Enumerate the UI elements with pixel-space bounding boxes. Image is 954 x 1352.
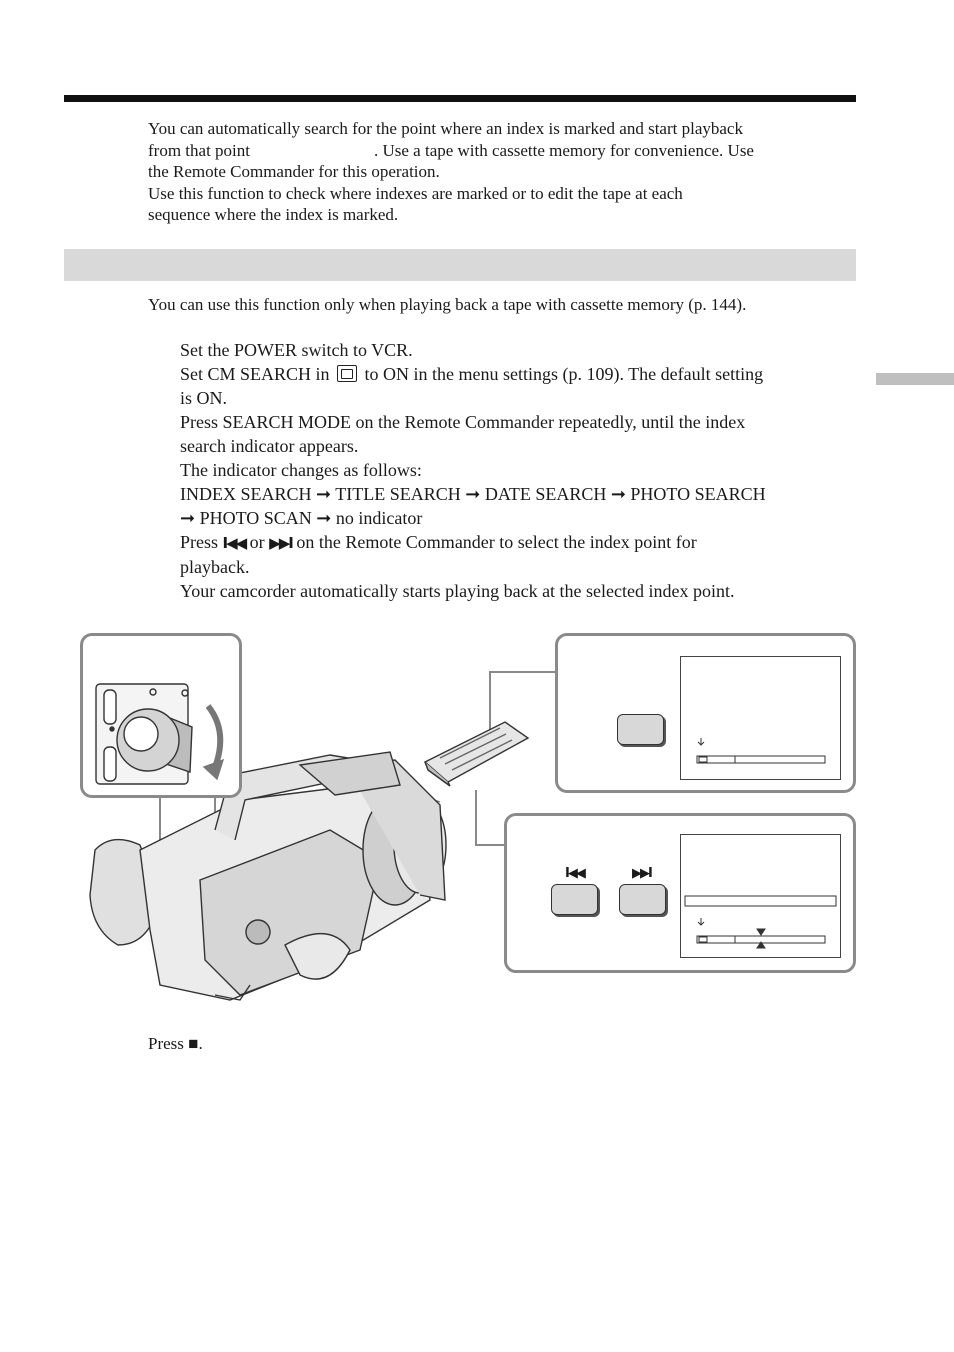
index-search-screen — [680, 834, 841, 958]
step-3-cont: The indicator changes as follows: — [180, 460, 422, 480]
step-list: Set the POWER switch to VCR. Set CM SEAR… — [180, 338, 860, 603]
stop-icon: ■ — [188, 1034, 199, 1053]
intro-line: sequence where the index is marked. — [148, 205, 399, 225]
intro-line-part: . Use a tape with cassette memory for co… — [373, 140, 754, 160]
step-4-text: or — [249, 532, 265, 552]
search-mode-screen — [680, 656, 841, 780]
previous-index-icon: I◀◀ — [565, 866, 586, 881]
power-dial — [245, 919, 271, 945]
intro-line: from that point . Use a tape with cassett… — [148, 140, 858, 162]
cassette-memory-icon — [337, 365, 358, 382]
step-4-text: Press — [180, 532, 219, 552]
step-3-cont: search indicator appears. — [180, 436, 359, 456]
intro-line: You can automatically search for the poi… — [148, 119, 743, 138]
search-mode-button[interactable] — [617, 714, 664, 745]
remote-commander — [423, 721, 530, 783]
step-2-text: to ON in the menu settings (p. 109). The… — [364, 364, 764, 384]
note-text: You can use this function only when play… — [148, 295, 747, 314]
mode-callout-leader — [489, 671, 557, 735]
previous-index-icon: I◀◀ — [222, 534, 248, 552]
intro-text: You can automatically search for the poi… — [148, 118, 858, 226]
grip-strap — [284, 932, 351, 980]
skip-callout-leader — [475, 790, 507, 846]
section-top-rule — [64, 95, 856, 102]
stop-instruction: Press ■. — [148, 1034, 203, 1054]
stop-text: Press — [148, 1034, 184, 1053]
step-4-cont: playback. — [180, 557, 250, 577]
next-index-icon: ▶▶I — [632, 866, 653, 881]
intro-line-part: from that point — [148, 140, 250, 160]
chapter-side-tab — [876, 373, 954, 385]
step-4: Press I◀◀ or ▶▶I on the Remote Commander… — [180, 530, 860, 555]
step-2-text: Set CM SEARCH in — [180, 364, 330, 384]
step-2: Set CM SEARCH in to ON in the menu setti… — [180, 362, 860, 386]
step-4-cont: Your camcorder automatically starts play… — [180, 581, 735, 601]
step-3: Press SEARCH MODE on the Remote Commande… — [180, 412, 746, 432]
viewfinder — [298, 751, 401, 796]
step-3-sequence: INDEX SEARCH ➞ TITLE SEARCH ➞ DATE SEARC… — [180, 484, 766, 504]
previous-index-button[interactable] — [551, 884, 598, 915]
camcorder-drawing — [89, 671, 557, 1001]
intro-line: Use this function to check where indexes… — [148, 183, 683, 203]
intro-line: the Remote Commander for this operation. — [148, 162, 440, 182]
step-3-sequence: ➞ PHOTO SCAN ➞ no indicator — [180, 508, 423, 528]
step-2-cont: is ON. — [180, 388, 228, 408]
step-1: Set the POWER switch to VCR. — [180, 340, 413, 360]
section-heading-band — [64, 249, 856, 281]
next-index-button[interactable] — [619, 884, 666, 915]
stop-period: . — [198, 1034, 203, 1053]
power-switch-callout — [80, 633, 242, 798]
next-index-icon: ▶▶I — [269, 534, 294, 552]
step-4-text: on the Remote Commander to select the in… — [296, 532, 697, 552]
